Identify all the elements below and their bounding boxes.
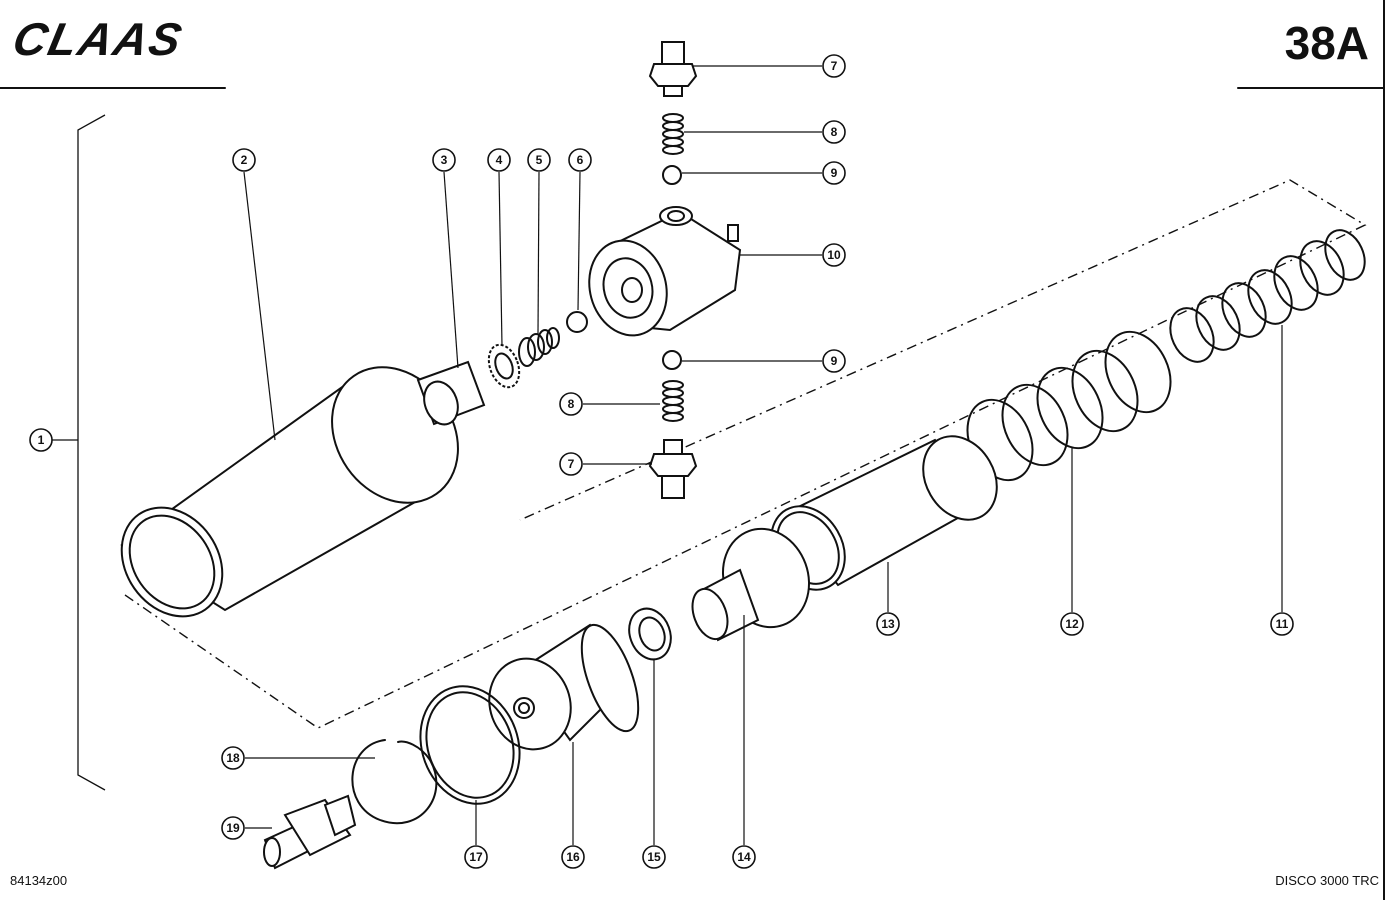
svg-text:5: 5: [536, 153, 543, 167]
callout-17: 17: [464, 845, 488, 869]
part-hydraulic-fitting: [263, 794, 357, 870]
part-circlip: [351, 739, 438, 825]
svg-text:17: 17: [469, 850, 483, 864]
assembly-bracket: [77, 114, 106, 791]
svg-text:3: 3: [441, 153, 448, 167]
callout-3: 3: [432, 148, 456, 172]
part-conical-spring: [518, 327, 560, 367]
callout-6: 6: [568, 148, 592, 172]
svg-text:12: 12: [1065, 617, 1079, 631]
leader-lines: [52, 65, 1283, 845]
svg-text:15: 15: [647, 850, 661, 864]
part-seal-ring: [628, 607, 672, 661]
svg-text:18: 18: [226, 751, 240, 765]
svg-text:13: 13: [881, 617, 895, 631]
svg-text:14: 14: [737, 850, 751, 864]
svg-text:6: 6: [577, 153, 584, 167]
part-valve-top-stack: [648, 41, 698, 185]
callout-7-top: 7: [822, 54, 846, 78]
callout-8-bottom: 8: [559, 392, 583, 416]
callout-9-bottom: 9: [822, 349, 846, 373]
callout-4: 4: [487, 148, 511, 172]
svg-text:16: 16: [566, 850, 580, 864]
callout-1: 1: [29, 428, 53, 452]
callout-14: 14: [732, 845, 756, 869]
model-name: DISCO 3000 TRC: [1275, 873, 1379, 888]
callout-19: 19: [221, 816, 245, 840]
callout-12: 12: [1060, 612, 1084, 636]
part-guide-sleeve: [770, 435, 998, 591]
callout-13: 13: [876, 612, 900, 636]
callout-9-top: 9: [822, 161, 846, 185]
part-valve-housing: [588, 206, 742, 337]
svg-text:7: 7: [831, 59, 838, 73]
svg-text:1: 1: [38, 433, 45, 447]
svg-text:9: 9: [831, 166, 838, 180]
page-code: 38A: [1284, 17, 1369, 69]
part-ball-small: [566, 311, 588, 333]
part-cylinder-head: [488, 623, 640, 751]
callout-10: 10: [822, 243, 846, 267]
part-toothed-washer: [487, 343, 521, 389]
callout-16: 16: [561, 845, 585, 869]
callout-8-top: 8: [822, 120, 846, 144]
svg-text:9: 9: [831, 354, 838, 368]
part-valve-bottom-stack: [648, 350, 698, 499]
part-sleeve: [416, 360, 486, 426]
callout-2: 2: [232, 148, 256, 172]
part-spring-inner: [1169, 229, 1366, 363]
svg-text:8: 8: [831, 125, 838, 139]
assembly-axis: [124, 179, 1367, 729]
svg-text:7: 7: [568, 457, 575, 471]
callout-18: 18: [221, 746, 245, 770]
callout-11: 11: [1270, 612, 1294, 636]
svg-text:8: 8: [568, 397, 575, 411]
svg-text:4: 4: [496, 153, 503, 167]
svg-text:11: 11: [1276, 617, 1289, 631]
callout-15: 15: [642, 845, 666, 869]
svg-text:10: 10: [827, 248, 841, 262]
callout-5: 5: [527, 148, 551, 172]
callout-7-bottom: 7: [559, 452, 583, 476]
drawing-number: 84134z00: [10, 873, 68, 888]
svg-text:2: 2: [241, 153, 248, 167]
svg-text:19: 19: [226, 821, 240, 835]
